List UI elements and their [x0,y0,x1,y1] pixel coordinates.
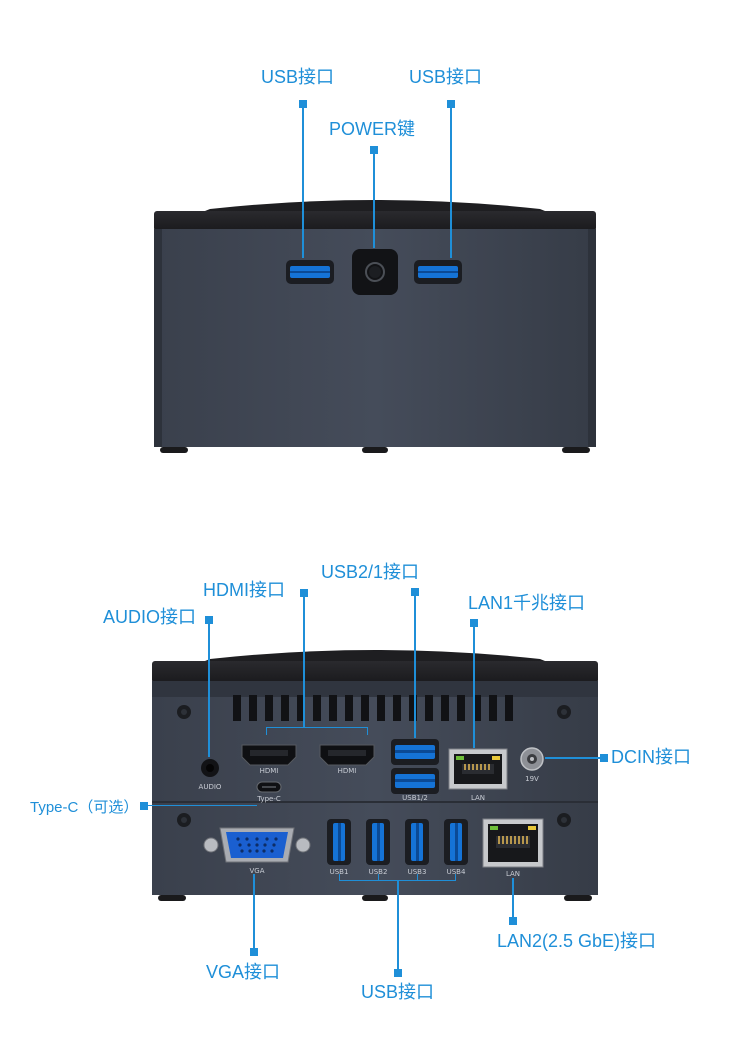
callout-bracket [367,727,368,735]
dc-in-jack [520,747,544,771]
callout-bracket [339,874,340,881]
mini-pc-front-illustration [154,200,596,453]
hdmi-port-2-text: HDMI [337,767,357,775]
typec-port [256,781,282,793]
usb-port-3 [405,819,429,865]
callout-line [450,104,452,258]
callout-line [473,623,475,748]
audio-jack [201,759,219,777]
usb2-port-text: USB2 [368,868,388,876]
lan1-label: LAN1千兆接口 [468,593,586,613]
power-button[interactable] [351,248,399,296]
callout-line [303,593,305,727]
dcin-label: DCIN接口 [611,747,691,767]
audio-label: AUDIO接口 [103,607,197,627]
callout-dot [250,948,258,956]
lan1-port [448,748,508,790]
hdmi-port-1 [241,744,297,766]
usb-port-1 [327,819,351,865]
hdmi-port-2 [319,744,375,766]
callout-dot [140,802,148,810]
callout-line [373,150,375,248]
usb4-port-text: USB4 [446,868,466,876]
callout-line [208,620,210,757]
callout-line [253,874,255,950]
vga-label: VGA接口 [206,962,281,982]
usb-port-front-left [286,260,334,284]
lan2-label: LAN2(2.5 GbE)接口 [497,931,657,951]
vga-port [203,827,311,863]
usb1-port-text: USB1 [329,868,349,876]
usb-port-stack [391,739,439,794]
hdmi-port-1-text: HDMI [259,767,279,775]
front-usb-left-label: USB接口 [261,67,335,87]
lan2-port-text: LAN [505,870,521,878]
callout-bracket [378,874,379,881]
callout-dot [600,754,608,762]
callout-line [397,880,399,970]
typec-label: Type-C（可选） [30,799,139,816]
audio-port-text: AUDIO [198,783,222,791]
callout-bracket [455,874,456,881]
usb-label: USB接口 [361,982,435,1002]
callout-dot [394,969,402,977]
callout-line [302,104,304,258]
lan2-port [482,818,544,868]
callout-line [545,757,601,759]
usb21-label: USB2/1接口 [321,562,420,582]
callout-line [512,878,514,918]
callout-line [147,805,257,806]
front-usb-right-label: USB接口 [409,67,483,87]
callout-bracket [266,727,368,728]
typec-port-text: Type-C [257,795,281,803]
callout-bracket [417,874,418,881]
usb3-port-text: USB3 [407,868,427,876]
power-key-label: POWER键 [329,119,416,139]
usb12-port-text: USB1/2 [402,794,428,802]
callout-dot [509,917,517,925]
usb-port-2 [366,819,390,865]
lan1-port-text: LAN [470,794,486,802]
vga-port-text: VGA [249,867,265,875]
dc-port-text: 19V [525,775,539,783]
callout-line [414,592,416,738]
usb-port-4 [444,819,468,865]
callout-bracket [266,727,267,735]
usb-port-front-right [414,260,462,284]
hdmi-label: HDMI接口 [203,580,285,600]
